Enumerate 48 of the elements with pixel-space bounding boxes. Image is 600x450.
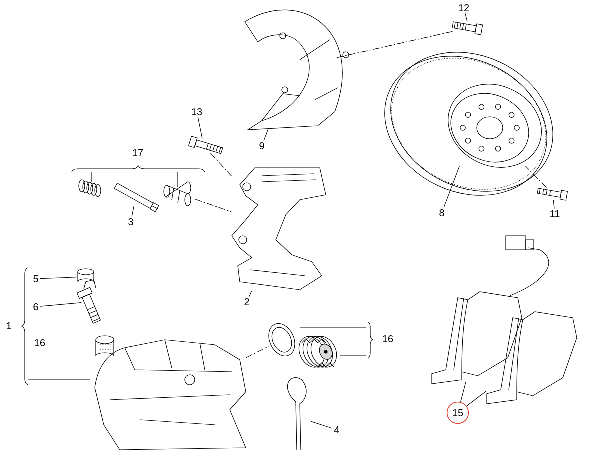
center-line — [337, 31, 453, 58]
leader-line — [466, 390, 487, 407]
center-line — [246, 346, 269, 358]
callout-number: 17 — [133, 150, 144, 156]
callout-number: 16 — [383, 335, 394, 343]
callout-number: 9 — [260, 142, 264, 150]
caliper-housing-drawing — [94, 340, 246, 450]
brake-pad-drawing — [486, 312, 578, 404]
callout-number: 2 — [244, 298, 250, 306]
piston-boot-drawing — [298, 336, 338, 368]
splash-shield-drawing — [244, 10, 350, 130]
bolt-drawing — [537, 188, 568, 201]
callout-number: 3 — [128, 218, 134, 226]
spring-drawing — [78, 180, 102, 198]
seal-ring-drawing — [268, 324, 296, 356]
leader-line — [40, 277, 77, 280]
callout-number: 1 — [7, 322, 12, 330]
callout-number: 11 — [550, 210, 560, 218]
leader-line — [264, 128, 270, 141]
callout-number: 12 — [459, 4, 470, 12]
brake-pad-drawing — [432, 236, 550, 384]
brake-disc-drawing — [384, 52, 554, 196]
leader-line — [460, 382, 466, 403]
leader-line — [553, 200, 555, 210]
sleeve-drawing — [164, 182, 192, 206]
callout-number: 8 — [440, 209, 444, 217]
caliper-carrier-drawing — [232, 168, 326, 290]
callout-number: 4 — [334, 426, 340, 434]
callout-number: 13 — [192, 108, 202, 116]
callout-number: 5 — [34, 276, 38, 282]
leader-line — [198, 117, 203, 139]
bolt-drawing — [188, 136, 224, 154]
leader-line — [249, 291, 252, 298]
leader-line — [311, 421, 333, 429]
circled-callout-number: 15 — [446, 402, 470, 424]
leader-line — [40, 302, 82, 307]
center-line — [195, 199, 232, 212]
leader-line — [132, 206, 134, 217]
callout-number: 6 — [34, 303, 38, 311]
bolt-drawing — [452, 22, 484, 36]
dust-cap-drawing — [96, 336, 114, 356]
leader-line — [444, 166, 460, 208]
spring-clip-drawing — [287, 378, 307, 450]
center-line — [210, 152, 232, 177]
leader-line — [465, 12, 468, 22]
callout-number: 16 — [35, 339, 46, 347]
center-line — [525, 166, 548, 188]
cap-drawing — [78, 268, 94, 282]
